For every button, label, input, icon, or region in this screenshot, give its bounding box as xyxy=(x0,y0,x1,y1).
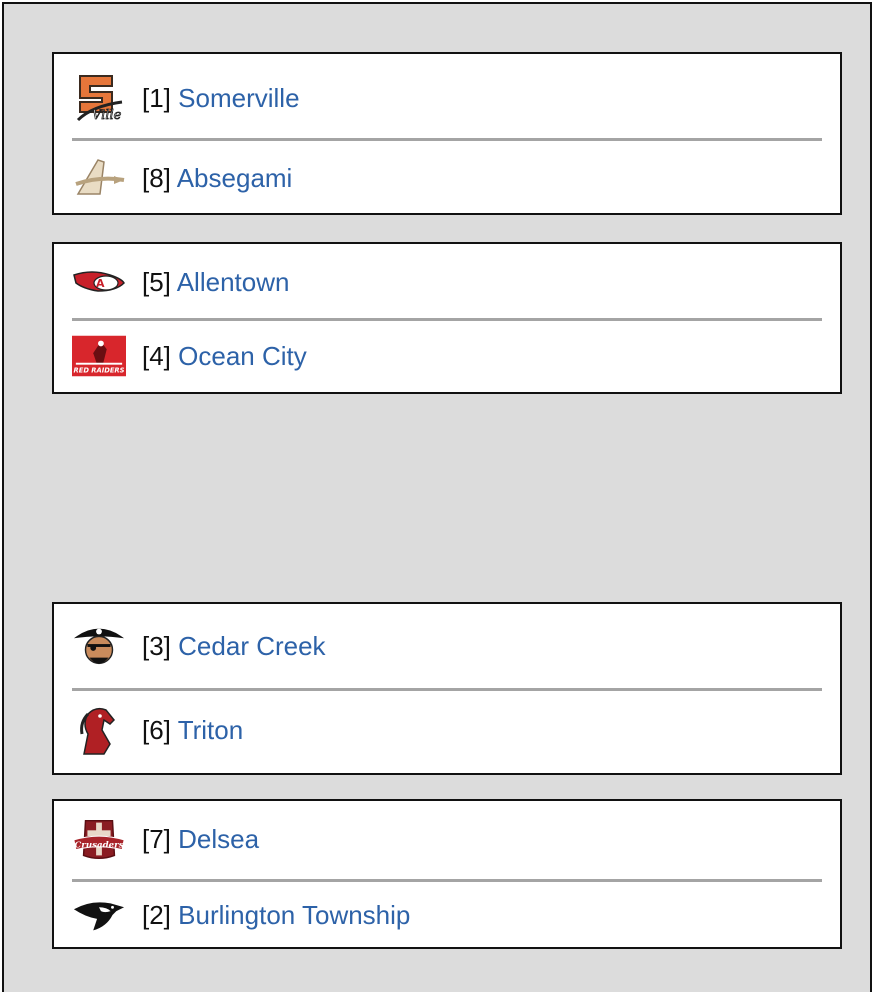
svg-text:Ville: Ville xyxy=(92,108,122,123)
divider xyxy=(72,318,822,321)
team-link-cedar-creek[interactable]: Cedar Creek xyxy=(178,630,326,661)
absegami-a-logo xyxy=(72,154,126,202)
team-row: [2] Burlington Township xyxy=(54,887,840,943)
matchup-card: Crusaders [7] Delsea [2] Burlington Town… xyxy=(52,799,842,949)
team-row: [8] Absegami xyxy=(54,150,840,206)
cedar-creek-pirate-logo xyxy=(72,622,126,670)
team-row: Ville [1] Somerville xyxy=(54,70,840,126)
matchup-card: Ville [1] Somerville [8] Absegami xyxy=(52,52,842,215)
team-label: [7] Delsea xyxy=(142,824,259,855)
seed-label: [2] xyxy=(142,899,171,930)
team-row: RED RAIDERS [4] Ocean City xyxy=(54,328,840,384)
seed-label: [7] xyxy=(142,823,171,854)
team-row: [6] Triton xyxy=(54,702,840,758)
team-link-absegami[interactable]: Absegami xyxy=(176,162,293,193)
seed-label: [8] xyxy=(142,162,171,193)
team-link-ocean-city[interactable]: Ocean City xyxy=(178,340,307,371)
team-link-burlington-township[interactable]: Burlington Township xyxy=(178,899,411,930)
somerville-s-logo: Ville xyxy=(72,74,126,123)
team-label: [2] Burlington Township xyxy=(142,900,410,931)
team-label: [8] Absegami xyxy=(142,163,292,194)
svg-text:A: A xyxy=(96,277,105,290)
team-link-delsea[interactable]: Delsea xyxy=(178,823,260,854)
team-label: [4] Ocean City xyxy=(142,341,307,372)
team-link-allentown[interactable]: Allentown xyxy=(176,266,290,297)
seed-label: [1] xyxy=(142,82,171,113)
delsea-crusaders-logo: Crusaders xyxy=(72,815,126,863)
matchup-card: [3] Cedar Creek [6] Triton xyxy=(52,602,842,775)
team-label: [6] Triton xyxy=(142,715,243,746)
divider xyxy=(72,688,822,691)
triton-mustang-logo xyxy=(72,706,126,755)
team-link-triton[interactable]: Triton xyxy=(177,714,244,745)
team-label: [5] Allentown xyxy=(142,267,289,298)
ocean-city-red-raiders-logo: RED RAIDERS xyxy=(72,332,126,380)
allentown-redbird-logo: A xyxy=(72,258,126,306)
seed-label: [4] xyxy=(142,340,171,371)
seed-label: [6] xyxy=(142,714,171,745)
team-row: A [5] Allentown xyxy=(54,254,840,310)
divider xyxy=(72,138,822,141)
divider xyxy=(72,879,822,882)
team-link-somerville[interactable]: Somerville xyxy=(178,82,300,113)
svg-text:Crusaders: Crusaders xyxy=(74,841,123,851)
burlington-falcon-logo xyxy=(72,891,126,939)
team-row: Crusaders [7] Delsea xyxy=(54,811,840,867)
team-row: [3] Cedar Creek xyxy=(54,618,840,674)
seed-label: [5] xyxy=(142,266,171,297)
matchup-card: A [5] Allentown RED RAIDERS [4] xyxy=(52,242,842,394)
team-label: [3] Cedar Creek xyxy=(142,631,326,662)
seed-label: [3] xyxy=(142,630,171,661)
svg-text:RED RAIDERS: RED RAIDERS xyxy=(74,366,125,374)
team-label: [1] Somerville xyxy=(142,83,300,114)
